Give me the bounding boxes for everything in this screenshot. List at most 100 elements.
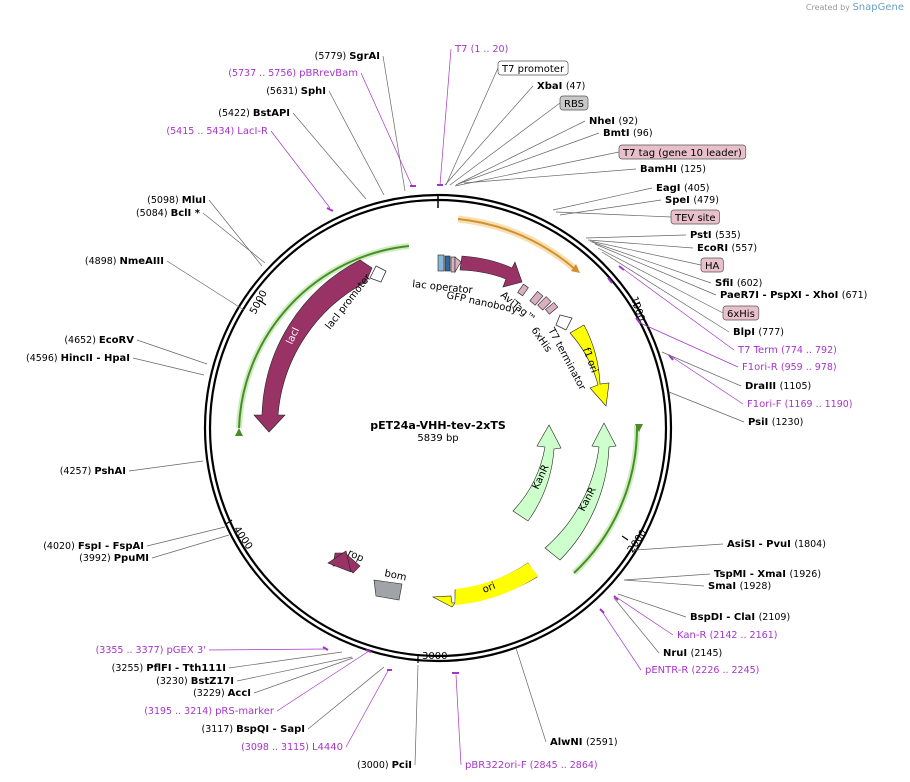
site-label-pbr322ori-f: pBR322ori-F (2845 .. 2864) (465, 760, 598, 771)
leader-pentr-r (600, 609, 642, 671)
site-label-xbai: XbaI (47) (537, 81, 585, 92)
leader-pcii (414, 664, 419, 766)
site-label-tspmi: TspMI - XmaI (1926) (714, 569, 821, 580)
leader-pbrrevbam (360, 72, 413, 187)
tick-label-4000: 4000 (231, 525, 254, 552)
leader-sgrai (382, 55, 406, 192)
leader-nmeaiii (166, 260, 245, 311)
laci-promoter-arrow (369, 265, 387, 283)
site-label-paer7i: PaeR7I - PspXI - XhoI (671) (720, 290, 867, 301)
gfp-nanobody-arrow (459, 255, 523, 288)
leader-rbs (449, 102, 561, 186)
sixhis-box (545, 302, 559, 315)
backbone-outer (203, 193, 673, 663)
leader-ecori (587, 239, 694, 249)
site-label-hincii: (4596) HincII - HpaI (26, 353, 130, 364)
site-label-blpi: BlpI (777) (733, 327, 784, 338)
bom-box (373, 579, 403, 601)
site-label-sphi: (5631) SphI (266, 86, 326, 97)
site-label-bstapi: (5422) BstAPI (218, 108, 290, 119)
plasmid-name: pET24a-VHH-tev-2xTS (370, 419, 506, 432)
leader-hincii (132, 357, 205, 376)
leader-psti (585, 234, 687, 239)
laci-arrow (253, 259, 373, 433)
leader-psii (668, 391, 745, 423)
leader-alwni (515, 647, 547, 743)
tick-2000 (621, 535, 629, 541)
feature-box-ha (700, 257, 724, 273)
leader-bspqi (307, 666, 385, 730)
feature-label-tev-site: TEV site (674, 213, 716, 224)
feature-label-6xhis-box: 6xHis (727, 309, 755, 320)
feature-label-ha: HA (705, 261, 720, 272)
leader-paer7i (594, 243, 717, 296)
feature-box-t7-promoter (497, 60, 569, 76)
kanr-inner-arrow (512, 424, 562, 522)
leader-t7 (439, 48, 452, 186)
leader-tev-site (555, 211, 672, 218)
site-label-pcii: (3000) PciI (357, 760, 412, 771)
tick-label-3000: 3000 (422, 651, 447, 662)
feature-box-6xhis-box (722, 305, 760, 321)
leader-t7-promoter (445, 67, 499, 186)
site-label-nrui: NruI (2145) (663, 648, 722, 659)
site-label-ppumi: (3992) PpuMI (79, 553, 149, 564)
leader-nhei (455, 120, 586, 186)
tick-4000 (225, 519, 233, 525)
feature-label-rbs: RBS (564, 99, 584, 110)
leader-acci (253, 657, 354, 694)
snapgene-credit: Created by SnapGene (806, 2, 904, 13)
site-label-sfii: SfiI (602) (715, 278, 762, 289)
site-label-draiii: DraIII (1105) (745, 381, 811, 392)
leader-pbr322ori-f (455, 674, 462, 766)
leader-bmti (457, 132, 600, 185)
site-label-eagi: EagI (405) (656, 183, 710, 194)
leader-sfii (591, 241, 712, 284)
rbs-box (444, 255, 451, 272)
site-labels: (5779) SgrAI(5737 .. 5756) pBRrevBam(563… (26, 44, 867, 771)
t7-terminator-arrow (555, 314, 573, 331)
site-label-l4440: (3098 .. 3115) L4440 (241, 742, 343, 753)
leader-pgex3 (208, 648, 327, 651)
leader-lines (128, 48, 745, 766)
site-label-spei: SpeI (479) (665, 195, 719, 206)
site-label-sgrai: (5779) SgrAI (315, 51, 380, 62)
leader-t7term (621, 267, 735, 351)
leader-f1ori-f (671, 356, 744, 405)
tick-label-2000: 2000 (626, 528, 650, 555)
tick-label-5000: 5000 (248, 289, 270, 317)
site-label-laci-r: (5415 .. 5434) LacI-R (166, 126, 268, 137)
leader-pflfi (228, 651, 343, 669)
site-label-bstz17i: (3230) BstZ17I (156, 676, 234, 687)
site-label-ecori: EcoRI (557) (697, 243, 757, 254)
leader-sphi (328, 90, 385, 196)
label-bom: bom (383, 568, 407, 583)
site-label-psii: PsiI (1230) (748, 417, 803, 428)
right-green-arrowhead (635, 424, 643, 432)
ori-body (455, 563, 538, 605)
label-f1-ori: f1 ori (580, 346, 599, 374)
site-label-psti: PstI (535) (690, 230, 741, 241)
right-green-arc (573, 424, 639, 574)
leader-ppumi (151, 534, 230, 559)
tick-5000 (258, 299, 267, 306)
leader-ecorv (136, 339, 208, 365)
site-label-smai: SmaI (1928) (708, 581, 771, 592)
leader-f1ori-r (637, 321, 739, 368)
leader-bamhi (463, 168, 637, 184)
t7tag-box (450, 256, 456, 273)
site-label-bamhi: BamHI (125) (640, 164, 706, 175)
snapgene-logo: SnapGene (852, 2, 904, 13)
leader-laci-r (270, 130, 331, 209)
leader-tspmi (623, 573, 711, 581)
credit-text: Created by (805, 3, 850, 12)
leader-blpi (601, 251, 730, 333)
kanr-outer-arrow (544, 422, 617, 561)
leader-l4440 (345, 668, 390, 748)
leader-bspdi (617, 593, 687, 618)
site-label-asisi: AsiSI - PvuI (1804) (727, 539, 826, 550)
f1-ori-arrow (569, 324, 610, 407)
feature-label-t7-promoter: T7 promoter (501, 64, 565, 75)
plasmid-size: 5839 bp (417, 433, 458, 444)
